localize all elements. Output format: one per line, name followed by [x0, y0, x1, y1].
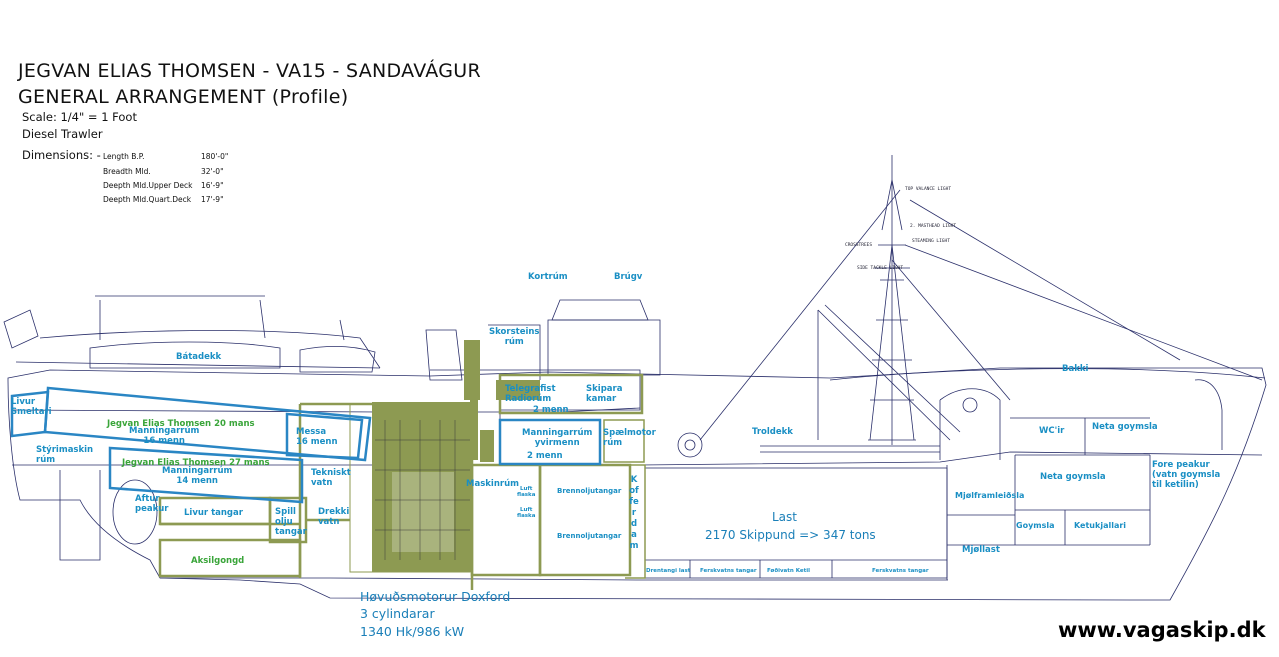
label-goymsla: Goymsla: [1016, 521, 1055, 530]
dim-name-depth-quart: Deepth Mld.Quart.Deck: [103, 195, 192, 204]
main-mast: [868, 155, 916, 445]
label-brennolju-2: Brennoljutangar: [557, 532, 622, 540]
forestay: [904, 244, 1263, 381]
label-kofferdam: Kofferdam: [629, 475, 639, 551]
label-neta-goymsla-top: Neta goymsla: [1092, 422, 1158, 432]
dim-value-breadth: 32'-0": [201, 167, 224, 176]
label-fore-peakur: Fore peakur (vatn goymsla til ketilin): [1152, 460, 1221, 490]
mast-label-masthead: 2. MASTHEAD LIGHT: [910, 224, 957, 229]
hull-outline: [7, 367, 1267, 601]
cargo-title: Last: [772, 510, 797, 524]
label-telegrafist: Telegrafist Radiorúm: [505, 384, 556, 404]
label-messa: Messa 16 menn: [296, 427, 338, 447]
label-jegvan20: Jegvan Elias Thomsen 20 mans: [107, 419, 255, 429]
rudder: [59, 470, 101, 561]
label-styrimaskin: Stýrimaskin rúm: [36, 445, 94, 465]
label-spill-olju: Spill olju tangar: [275, 507, 307, 537]
cabin-messa: [285, 412, 364, 460]
fo-castle-rail: [829, 368, 1266, 381]
label-batadekk: Bátadekk: [176, 352, 222, 362]
label-ferskvatn-1: Ferskvatns tangar: [700, 568, 757, 574]
label-brennolju-1: Brennoljutangar: [557, 487, 622, 495]
label-spaelmotor: Spælmotor rúm: [603, 428, 656, 448]
derrick: [817, 304, 961, 441]
label-troldekk: Troldekk: [752, 427, 793, 437]
label-aksilgongd: Aksilgongd: [191, 556, 245, 566]
engine-cylinders: 3 cylindarar: [360, 606, 435, 621]
label-skipara: Skipara kamar: [586, 384, 623, 404]
mast-label-steaming: STEAMING LIGHT: [912, 239, 950, 244]
propeller: [112, 479, 158, 545]
label-aftur-peakur: Aftur peakur: [135, 494, 169, 514]
mast-label-crosstrees: CROSSTREES: [845, 243, 873, 248]
label-ketukjallari: Ketukjallari: [1074, 521, 1127, 530]
lifeboat-1: [89, 341, 281, 369]
dim-value-depth-upper: 16'-9": [201, 181, 224, 190]
boat-deck: [39, 330, 381, 369]
brennolju-outline: [538, 463, 632, 577]
cabin-jegvan27: [108, 446, 304, 504]
cargo-capacity: 2170 Skippund => 347 tons: [705, 528, 876, 542]
dim-name-breadth: Breadth Mld.: [103, 167, 151, 176]
label-brugv: Brúgv: [614, 272, 643, 282]
label-maskinrum: Maskinrúm: [466, 479, 519, 489]
label-mjolframleidsla: Mjølframleiðsla: [955, 491, 1025, 500]
trawl-winch: [677, 432, 703, 458]
label-bakki: Bakki: [1062, 364, 1089, 374]
wheelhouse: [547, 319, 661, 376]
drawing-subtitle: GENERAL ARRANGEMENT (Profile): [18, 86, 349, 108]
label-skorsteins: Skorsteins rúm: [489, 327, 540, 347]
cabin-telegrafist: [498, 373, 644, 415]
label-telegrafist-menn: 2 menn: [533, 405, 569, 415]
vessel-type: Diesel Trawler: [22, 127, 103, 141]
bottom-line: [160, 577, 948, 581]
label-fodivatn: Føðivatn Ketil: [767, 568, 811, 574]
label-neta-goymsla: Neta goymsla: [1040, 472, 1106, 482]
engine-name: Høvuðsmotorur Doxford: [360, 589, 511, 604]
dim-name-depth-upper: Deepth Mld.Upper Deck: [103, 181, 193, 190]
label-wcir: WC'ir: [1039, 426, 1065, 436]
label-manningarrum16: Manningarrúm 16 menn: [129, 426, 200, 446]
label-luft-flaska-2: Luft flaska: [517, 507, 536, 519]
engine-power: 1340 Hk/986 kW: [360, 624, 465, 639]
label-drekki-vatn: Drekki vatn: [318, 507, 350, 527]
dim-name-length: Length B.P.: [103, 152, 145, 161]
drawing-title: JEGVAN ELIAS THOMSEN - VA15 - SANDAVÁGUR: [18, 60, 481, 82]
dim-value-length: 180'-0": [201, 152, 229, 161]
label-livur-tangar: Livur tangar: [184, 508, 243, 518]
label-jegvan27: Jegvan Elias Thomsen 27 mans: [122, 458, 270, 468]
cabin-yvirmenn: [498, 418, 602, 466]
website-link[interactable]: www.vagaskip.dk: [1058, 618, 1266, 642]
label-tekniskt: Tekniskt vatn: [311, 468, 351, 488]
aksilgongd-outline: [158, 538, 302, 578]
mast-label-top: TOP VALANCE LIGHT: [905, 187, 952, 192]
mast-label-sidetackle: SIDE TACKLE LIGHT: [857, 266, 904, 271]
ensign: [3, 309, 39, 349]
label-manningarrum14: Manningarrúm 14 menn: [162, 466, 233, 486]
dimensions-label: Dimensions: -: [22, 148, 101, 162]
label-manningarrum-yvirmenn: Manningarrúm yvirmenn: [522, 428, 593, 448]
label-yvirmenn-menn: 2 menn: [527, 451, 563, 461]
scale-text: Scale: 1/4" = 1 Foot: [22, 110, 137, 124]
label-ferskvatn-2: Ferskvatns tangar: [872, 568, 929, 574]
label-luft-flaska-1: Luft flaska: [517, 486, 536, 498]
label-drentangi: Drentangi last: [646, 568, 691, 574]
engine-room-fill: [372, 340, 540, 572]
label-livur-smeltari: Livur Smeltari: [11, 397, 52, 417]
label-kortrum: Kortrúm: [528, 272, 568, 282]
lifeboat-2: [299, 345, 376, 373]
funnel: [425, 329, 463, 381]
dim-value-depth-quart: 17'-9": [201, 195, 224, 204]
label-mjollast: Mjøllast: [962, 545, 1000, 555]
